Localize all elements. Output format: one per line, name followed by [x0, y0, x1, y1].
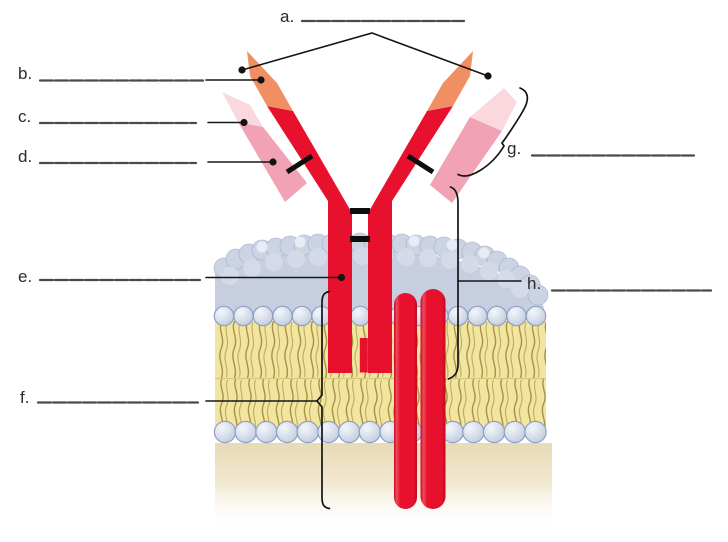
disulfide-bond-hinge-2 — [350, 236, 370, 242]
disulfide-bond-left-arm — [285, 153, 314, 175]
label-e: e. — [18, 267, 32, 286]
antibody-heavy-chains — [267, 106, 453, 373]
heavy-chain-tip-right — [427, 51, 473, 111]
disulfide-bond-right-arm — [406, 153, 435, 175]
heavy-chain-transmembrane-strip — [359, 338, 368, 373]
brace-g — [457, 87, 529, 177]
label-h: h. — [527, 274, 541, 293]
light-chain-tip-right — [470, 88, 517, 131]
transmembrane-rod-left — [394, 293, 417, 509]
annotations: a. b. c. d. e. f. g. h. — [18, 7, 713, 510]
heavy-chain-right — [368, 106, 453, 373]
leader-line-a — [241, 32, 489, 77]
label-a: a. — [280, 7, 294, 26]
disulfide-bonds — [285, 153, 435, 242]
leader-dot-a-right — [484, 72, 492, 80]
light-chains — [238, 117, 502, 203]
heavy-chain-tip-left — [247, 51, 293, 111]
label-f: f. — [20, 388, 29, 407]
label-g: g. — [507, 139, 521, 158]
transmembrane-rods — [394, 289, 446, 509]
leader-dot-a-left — [238, 66, 246, 74]
leader-dot-b — [257, 76, 265, 84]
label-b: b. — [18, 64, 32, 83]
disulfide-bond-hinge-1 — [350, 208, 370, 214]
light-chain-right — [430, 117, 502, 203]
leader-dot-e — [337, 273, 346, 282]
light-chain-tip-left — [222, 92, 263, 127]
bracket-h — [447, 186, 459, 380]
leader-dot-d — [269, 158, 277, 166]
cytoplasm — [215, 443, 552, 525]
light-chain-tips — [222, 88, 517, 131]
label-c: c. — [18, 107, 31, 126]
heavy-chain-tips — [247, 51, 473, 111]
bracket-f — [315, 290, 331, 510]
leader-dot-c — [240, 118, 248, 127]
label-d: d. — [18, 147, 32, 166]
transmembrane-rod-right — [420, 289, 446, 509]
phospholipid-heads-outer — [213, 305, 547, 327]
heavy-chain-left — [267, 106, 352, 373]
